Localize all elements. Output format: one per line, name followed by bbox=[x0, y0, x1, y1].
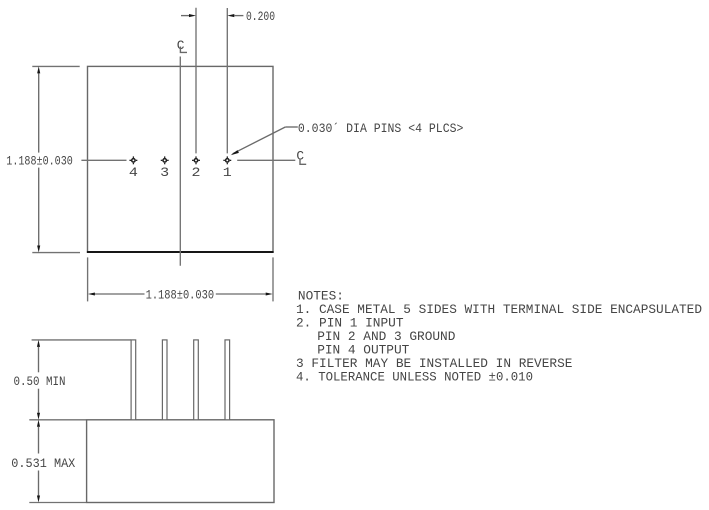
svg-text:1: 1 bbox=[223, 165, 232, 180]
svg-text:1.188±0.030: 1.188±0.030 bbox=[146, 288, 215, 303]
svg-text:2: 2 bbox=[192, 165, 201, 180]
svg-text:1. CASE METAL 5 SIDES WITH TER: 1. CASE METAL 5 SIDES WITH TERMINAL SIDE… bbox=[296, 302, 702, 317]
svg-text:4. TOLERANCE UNLESS NOTED ±0.0: 4. TOLERANCE UNLESS NOTED ±0.010 bbox=[296, 369, 533, 384]
svg-text:1.188±0.030: 1.188±0.030 bbox=[6, 154, 73, 169]
svg-text:C: C bbox=[296, 148, 304, 163]
svg-text:0.200: 0.200 bbox=[246, 9, 275, 24]
svg-text:0.50 MIN: 0.50 MIN bbox=[14, 374, 66, 389]
svg-text:4: 4 bbox=[129, 165, 138, 180]
svg-text:NOTES:: NOTES: bbox=[298, 289, 344, 304]
svg-text:3: 3 bbox=[160, 165, 169, 180]
svg-text:C: C bbox=[177, 38, 185, 53]
svg-text:0.030´ DIA PINS <4 PLCS>: 0.030´ DIA PINS <4 PLCS> bbox=[298, 121, 464, 136]
svg-text:PIN 4 OUTPUT: PIN 4 OUTPUT bbox=[317, 342, 409, 357]
svg-text:0.531 MAX: 0.531 MAX bbox=[11, 456, 75, 471]
svg-text:2. PIN 1 INPUT: 2. PIN 1 INPUT bbox=[296, 316, 404, 331]
svg-text:PIN 2 AND 3 GROUND: PIN 2 AND 3 GROUND bbox=[317, 329, 456, 344]
svg-text:3 FILTER MAY BE INSTALLED IN R: 3 FILTER MAY BE INSTALLED IN REVERSE bbox=[296, 356, 573, 371]
